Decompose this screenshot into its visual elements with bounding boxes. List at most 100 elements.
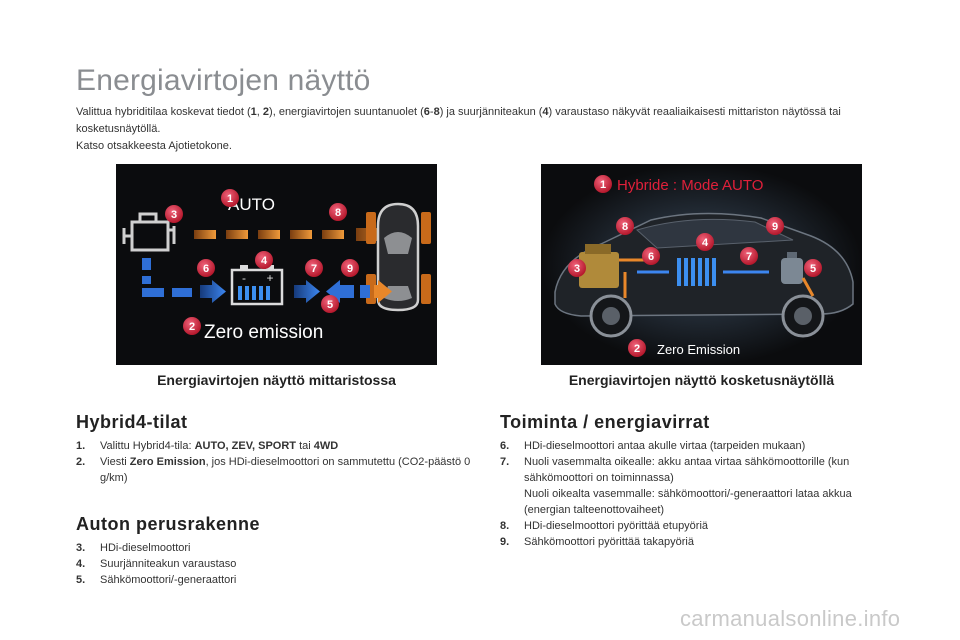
svg-text:5: 5 bbox=[327, 299, 333, 311]
svg-text:5: 5 bbox=[810, 263, 816, 275]
svg-text:9: 9 bbox=[347, 263, 353, 275]
svg-text:4: 4 bbox=[702, 237, 709, 249]
intro-paragraph: Valittua hybriditilaa koskevat tiedot (1… bbox=[76, 104, 896, 155]
list-item-number: 5. bbox=[76, 574, 86, 586]
battery-icon: - + bbox=[230, 265, 284, 306]
list-item-number: 8. bbox=[500, 520, 510, 532]
svg-text:6: 6 bbox=[648, 251, 654, 263]
intro-text-1: Valittua hybriditilaa koskevat tiedot ( bbox=[76, 106, 251, 118]
list-item-text: Valittu Hybrid4-tila: bbox=[100, 440, 195, 452]
callout-marker-3: 3 bbox=[568, 259, 586, 277]
intro-text-6: ) varaustaso näkyvät reaaliaikaisesti mi… bbox=[76, 106, 841, 135]
battery-pack-icon bbox=[677, 258, 716, 286]
list-item: 1. Valittu Hybrid4-tila: AUTO, ZEV, SPOR… bbox=[76, 438, 476, 454]
svg-text:7: 7 bbox=[311, 263, 317, 275]
svg-text:4: 4 bbox=[261, 255, 268, 267]
list-item-number: 6. bbox=[500, 440, 510, 452]
svg-text:8: 8 bbox=[335, 207, 341, 219]
intro-ref-1: 1 bbox=[250, 106, 257, 118]
touchscreen-figure: Hybride : Mode AUTO Zero Emission 1 2 3 … bbox=[541, 164, 862, 365]
callout-marker-2: 2 bbox=[628, 339, 646, 357]
callout-marker-8: 8 bbox=[329, 203, 347, 221]
section-heading-hybrid4: Hybrid4-tilat bbox=[76, 412, 188, 432]
mode-label: AUTO bbox=[228, 195, 275, 214]
battery-charge-level bbox=[238, 286, 270, 300]
electric-motor-icon bbox=[781, 252, 815, 297]
engine-head-icon bbox=[585, 244, 611, 254]
callout-marker-2: 2 bbox=[183, 317, 201, 335]
list-item-text: Nuoli vasemmalta oikealle: akku antaa vi… bbox=[524, 456, 850, 484]
list-item: 8. HDi-dieselmoottori pyörittää etupyöriä bbox=[500, 518, 900, 534]
instrument-panel-figure: - + AUTO Zero emission 1 2 3 4 5 6 7 bbox=[116, 164, 437, 365]
engine-icon bbox=[122, 212, 176, 252]
battery-motor-flow bbox=[294, 280, 392, 303]
list-item: 6. HDi-dieselmoottori antaa akulle virtaa… bbox=[500, 438, 900, 454]
list-item: 3.HDi-dieselmoottori bbox=[76, 540, 476, 556]
callout-marker-7: 7 bbox=[740, 247, 758, 265]
callout-marker-3: 3 bbox=[165, 205, 183, 223]
callout-marker-7: 7 bbox=[305, 259, 323, 277]
list-item-text: Nuoli oikealta vasemmalle: sähkömoottori… bbox=[524, 488, 852, 516]
mode-label: Hybride : Mode AUTO bbox=[617, 177, 763, 194]
figure1-caption: Energiavirtojen näyttö mittaristossa bbox=[157, 372, 396, 388]
list-item-number: 3. bbox=[76, 542, 86, 554]
page-title: Energiavirtojen näyttö bbox=[76, 64, 371, 97]
list-item-text: Viesti bbox=[100, 456, 130, 468]
list-item-bold: AUTO, ZEV, SPORT bbox=[194, 440, 297, 452]
watermark: carmanualsonline.info bbox=[680, 606, 901, 631]
intro-see-also: Katso otsakkeesta Ajotietokone. bbox=[76, 140, 232, 152]
list-item-bold: Zero Emission bbox=[129, 456, 206, 468]
instrument-panel-diagram: - + AUTO Zero emission 1 2 3 4 5 6 7 bbox=[122, 189, 431, 343]
list-item-text: tai bbox=[296, 440, 314, 452]
list-item-text: Sähkömoottori/-generaattori bbox=[100, 574, 237, 586]
svg-text:8: 8 bbox=[622, 221, 628, 233]
svg-text:3: 3 bbox=[171, 209, 177, 221]
toiminta-list: 6. HDi-dieselmoottori antaa akulle virtaa… bbox=[500, 438, 900, 550]
figure2-caption: Energiavirtojen näyttö kosketusnäytöllä bbox=[568, 372, 835, 388]
callout-marker-6: 6 bbox=[642, 247, 660, 265]
section-heading-toiminta: Toiminta / energiavirrat bbox=[500, 412, 710, 432]
svg-text:1: 1 bbox=[600, 179, 606, 191]
intro-ref-4: 4 bbox=[542, 106, 549, 118]
intro-text-3: ), energiavirtojen suuntanuolet ( bbox=[269, 106, 424, 118]
list-item-text: Suurjänniteakun varaustaso bbox=[100, 558, 237, 570]
list-item-text: HDi-dieselmoottori pyörittää etupyöriä bbox=[524, 520, 709, 532]
zero-emission-label: Zero Emission bbox=[657, 342, 740, 357]
intro-text-2: , bbox=[256, 106, 263, 118]
callout-marker-1: 1 bbox=[594, 175, 612, 193]
list-item: 7. Nuoli vasemmalta oikealle: akku antaa … bbox=[500, 454, 900, 518]
svg-text:3: 3 bbox=[574, 263, 580, 275]
list-item: 4. Suurjänniteakun varaustaso bbox=[76, 556, 476, 572]
list-item-text: HDi-dieselmoottori antaa akulle virtaa (… bbox=[524, 440, 806, 452]
svg-text:2: 2 bbox=[634, 343, 640, 355]
callout-markers: 1 2 3 4 5 6 7 8 9 bbox=[165, 189, 359, 335]
list-item-text: Sähkömoottori pyörittää takapyöriä bbox=[524, 536, 694, 548]
list-item-number: 1. bbox=[76, 440, 86, 452]
callout-marker-4: 4 bbox=[255, 251, 273, 269]
intro-ref-6: 6 bbox=[423, 106, 430, 118]
engine-block-icon bbox=[579, 252, 619, 288]
callout-marker-5: 5 bbox=[321, 295, 339, 313]
intro-ref-8: 8 bbox=[433, 106, 440, 118]
car-cutaway-icon bbox=[554, 212, 854, 338]
list-item-text: , jos HDi-dieselmoottori on sammutettu (… bbox=[100, 456, 471, 484]
list-item: 2. Viesti Zero Emission, jos HDi-dieselm… bbox=[76, 454, 476, 486]
svg-text:6: 6 bbox=[203, 263, 209, 275]
engine-flow-lines bbox=[619, 258, 645, 298]
list-item-number: 4. bbox=[76, 558, 86, 570]
hybrid4-list: 1. Valittu Hybrid4-tila: AUTO, ZEV, SPOR… bbox=[76, 438, 476, 486]
list-item: 9. Sähkömoottori pyörittää takapyöriä bbox=[500, 534, 900, 550]
list-item-number: 2. bbox=[76, 456, 86, 468]
list-item-number: 9. bbox=[500, 536, 510, 548]
callout-marker-6: 6 bbox=[197, 259, 215, 277]
zero-emission-label: Zero emission bbox=[204, 322, 323, 343]
callout-markers: 1 2 3 4 5 6 7 8 9 bbox=[568, 175, 822, 357]
callout-marker-1: 1 bbox=[221, 189, 239, 207]
callout-marker-9: 9 bbox=[341, 259, 359, 277]
svg-text:1: 1 bbox=[227, 193, 233, 205]
battery-minus-sign: - bbox=[242, 271, 246, 285]
engine-to-battery-flow bbox=[142, 258, 226, 303]
list-item-number: 7. bbox=[500, 456, 510, 468]
intro-ref-2: 2 bbox=[262, 106, 270, 118]
list-item-bold: 4WD bbox=[313, 440, 339, 452]
